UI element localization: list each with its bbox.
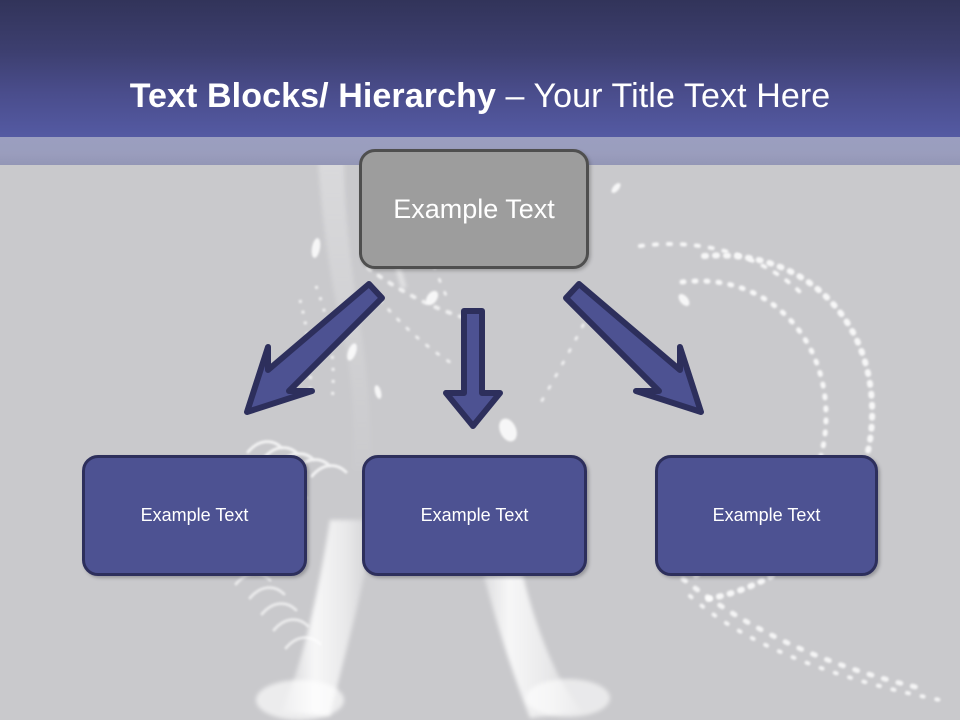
- arrow-down-right-icon: [563, 281, 704, 415]
- page-title-bold: Text Blocks/ Hierarchy: [129, 76, 506, 115]
- title-bar: [0, 0, 960, 137]
- hierarchy-parent-box[interactable]: Example Text: [359, 149, 589, 269]
- page-title-regular: – Your Title Text Here: [505, 76, 831, 115]
- arrow-down-icon: [443, 308, 503, 429]
- page-title: Text Blocks/ Hierarchy – Your Title Text…: [0, 75, 960, 117]
- hierarchy-child-label-2: Example Text: [420, 505, 529, 525]
- hierarchy-child-label-1: Example Text: [140, 505, 249, 525]
- arrow-down-left-icon: [244, 281, 385, 415]
- hierarchy-parent-label: Example Text: [393, 193, 555, 224]
- hierarchy-child-box-1[interactable]: Example Text: [82, 455, 307, 576]
- hierarchy-child-box-3[interactable]: Example Text: [655, 455, 878, 576]
- hierarchy-child-box-2[interactable]: Example Text: [362, 455, 587, 576]
- hierarchy-child-label-3: Example Text: [712, 505, 821, 525]
